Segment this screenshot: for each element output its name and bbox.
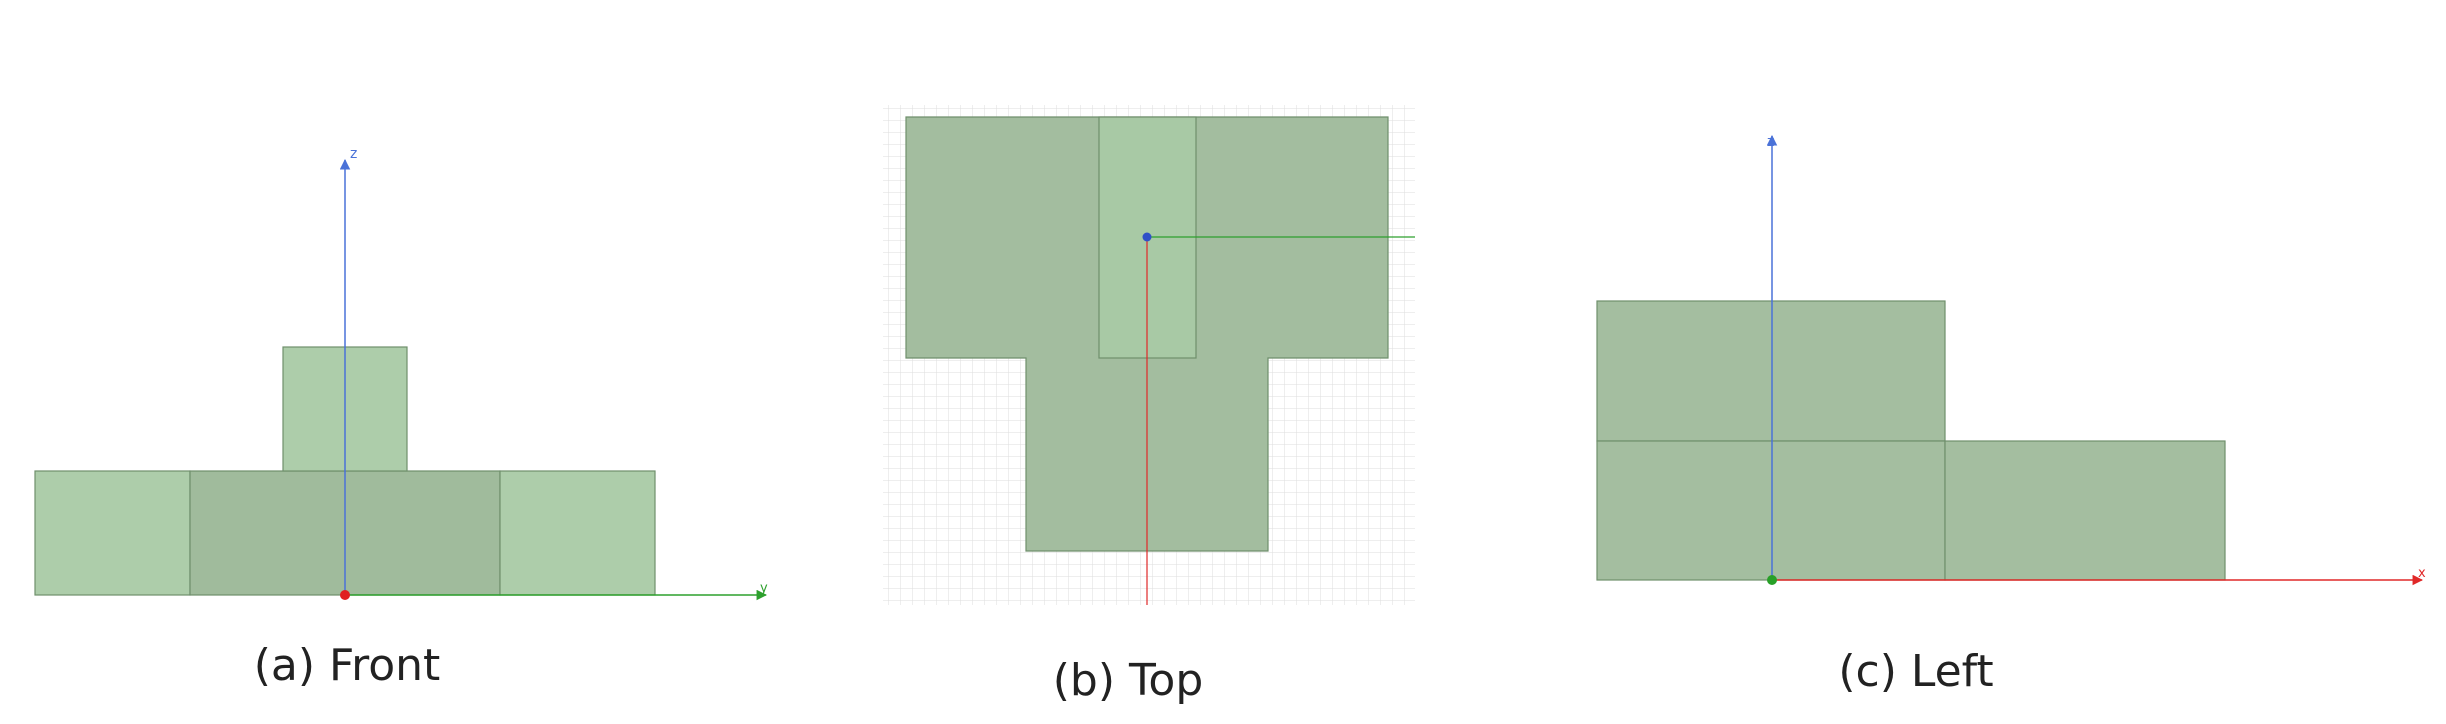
top-origin-point: [1142, 232, 1152, 242]
left-upper-block: [1596, 300, 1946, 442]
front-y-label: y: [760, 581, 768, 596]
left-z-label: z: [1767, 134, 1774, 150]
front-right-block: [499, 470, 656, 596]
front-left-block: [34, 470, 191, 596]
left-view: z x: [1596, 134, 2426, 586]
caption-left: (c) Left: [1838, 646, 1993, 697]
left-lower-block: [1596, 440, 1946, 581]
caption-front: (a) Front: [254, 640, 441, 691]
front-origin-point: [340, 590, 350, 600]
front-z-label: z: [350, 146, 357, 162]
left-origin-point: [1767, 575, 1777, 585]
front-view: z y: [34, 146, 768, 601]
left-x-label: x: [2418, 566, 2426, 581]
caption-top: (b) Top: [1053, 655, 1204, 706]
left-right-block: [1944, 440, 2226, 581]
top-view: [883, 105, 1415, 605]
